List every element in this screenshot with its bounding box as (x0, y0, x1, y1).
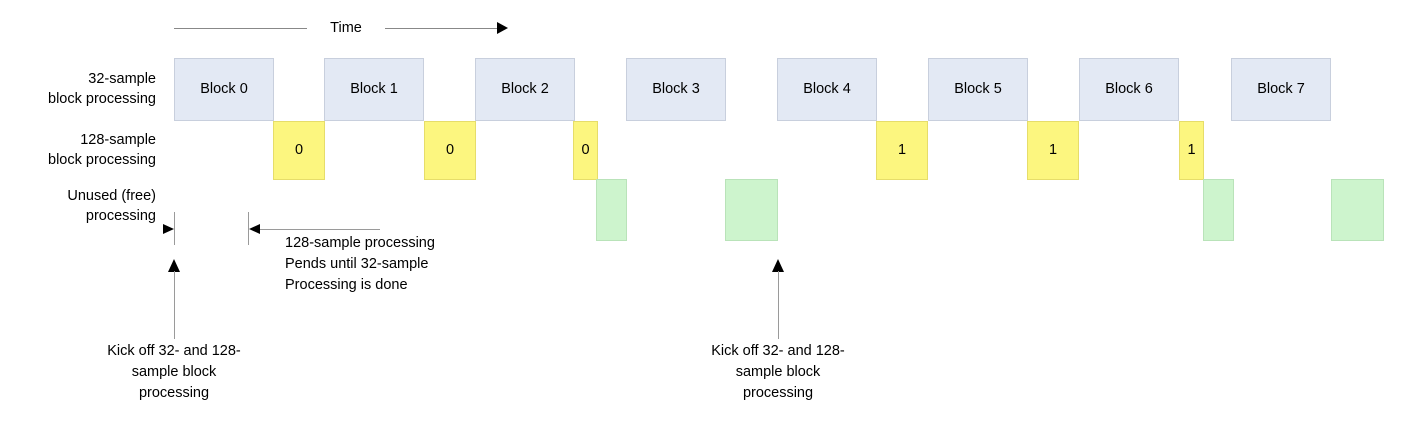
kickoff-left-arrowhead-icon (168, 259, 180, 272)
block-128-sample: 0 (573, 121, 598, 180)
pend-tick-left (174, 212, 175, 245)
block-unused-free (725, 179, 778, 241)
row-label-unused-free: Unused (free) processing (67, 188, 156, 224)
row-label-32-sample: 32-sample block processing (48, 71, 156, 107)
kickoff-left-note-text: Kick off 32- and 128- sample block proce… (107, 343, 241, 401)
block-32-sample: Block 1 (324, 58, 424, 121)
block-128-sample: 1 (1027, 121, 1079, 180)
pend-tick-right (248, 212, 249, 245)
block-32-sample: Block 0 (174, 58, 274, 121)
block-32-sample: Block 7 (1231, 58, 1331, 121)
time-axis-arrow-icon (497, 22, 508, 34)
block-128-sample: 0 (273, 121, 325, 180)
pend-arrow-right-icon (249, 224, 260, 234)
block-32-sample: Block 4 (777, 58, 877, 121)
row-label-128-sample: 128-sample block processing (48, 132, 156, 168)
kickoff-right-note-text: Kick off 32- and 128- sample block proce… (711, 343, 845, 401)
block-32-sample: Block 2 (475, 58, 575, 121)
block-128-sample: 0 (424, 121, 476, 180)
time-axis-label: Time (307, 19, 385, 37)
block-32-sample: Block 6 (1079, 58, 1179, 121)
kickoff-right-arrowhead-icon (772, 259, 784, 272)
pend-arrow-left-icon (163, 224, 174, 234)
block-32-sample: Block 5 (928, 58, 1028, 121)
kickoff-left-arrow-line (174, 271, 175, 339)
block-128-sample: 1 (876, 121, 928, 180)
block-32-sample: Block 3 (626, 58, 726, 121)
kickoff-right-arrow-line (778, 271, 779, 339)
block-unused-free (1203, 179, 1234, 241)
pend-leader-line (260, 229, 380, 230)
pend-note-text: 128-sample processing Pends until 32-sam… (285, 235, 435, 293)
block-unused-free (1331, 179, 1384, 241)
block-unused-free (596, 179, 627, 241)
block-128-sample: 1 (1179, 121, 1204, 180)
